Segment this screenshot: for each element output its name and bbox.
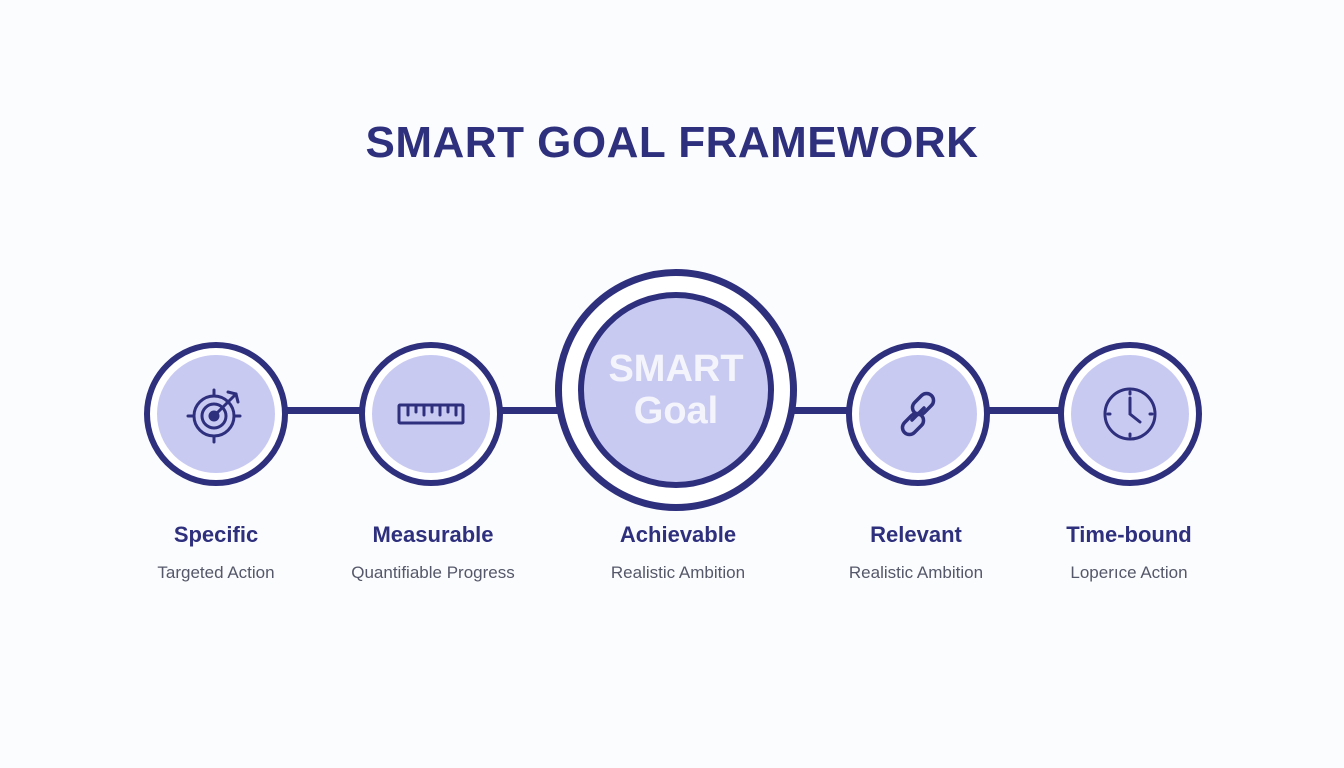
node-time-bound xyxy=(1058,342,1202,486)
page-title: SMART GOAL FRAMEWORK xyxy=(365,118,979,167)
step-subtitle-relevant: Realistic Ambition xyxy=(848,563,984,582)
node-relevant xyxy=(846,342,990,486)
node-specific-inner xyxy=(157,355,275,473)
link-icon xyxy=(886,382,950,446)
node-specific xyxy=(144,342,288,486)
node-measurable xyxy=(359,342,503,486)
center-title-line1: SMART xyxy=(608,348,744,390)
node-time-bound-inner xyxy=(1071,355,1189,473)
center-title-line2: Goal xyxy=(633,390,719,432)
clock-icon xyxy=(1100,384,1160,444)
step-label-time-bound: Time-bound xyxy=(1066,522,1192,547)
step-subtitle-measurable: Quantifiable Progress xyxy=(351,563,515,582)
center-node-inner: SMART Goal xyxy=(578,292,774,488)
node-relevant-inner xyxy=(859,355,977,473)
target-icon xyxy=(184,382,248,446)
step-subtitle-specific: Targeted Action xyxy=(157,563,275,582)
step-label-achievable: Achievable xyxy=(619,522,737,547)
ruler-icon xyxy=(396,399,466,429)
step-subtitle-achievable: Realistic Ambition xyxy=(610,563,746,582)
step-label-measurable: Measurable xyxy=(372,522,494,547)
center-node: SMART Goal xyxy=(555,269,797,511)
node-measurable-inner xyxy=(372,355,490,473)
step-label-relevant: Relevant xyxy=(870,522,962,547)
step-label-specific: Specific xyxy=(173,522,259,547)
step-subtitle-time-bound: Loperıce Action xyxy=(1070,563,1188,582)
